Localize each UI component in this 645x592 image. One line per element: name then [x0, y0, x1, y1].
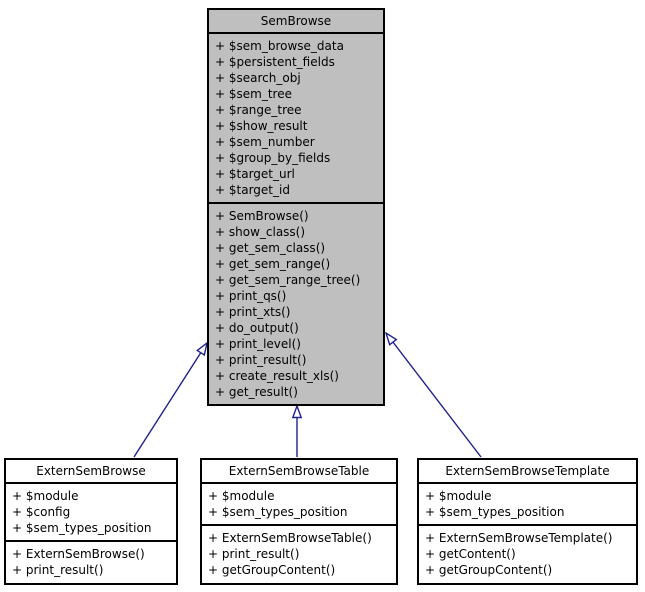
methods-section: + ExternSemBrowseTemplate() + getContent… [419, 524, 636, 583]
method-row: + print_qs() [215, 289, 287, 303]
method-row: + get_sem_range() [215, 257, 331, 271]
class-name: ExternSemBrowse [6, 460, 176, 484]
field-row: + $module [12, 489, 79, 503]
fields-section: + $sem_browse_data + $persistent_fields … [209, 34, 383, 202]
methods-section: + ExternSemBrowse() + print_result() [6, 540, 176, 583]
class-node-externsembrowsetable[interactable]: ExternSemBrowseTable + $module + $sem_ty… [200, 458, 398, 585]
method-row: + getGroupContent() [208, 563, 336, 577]
class-name: SemBrowse [209, 10, 383, 34]
method-row: + getContent() [425, 547, 516, 561]
field-row: + $sem_tree [215, 87, 292, 101]
class-node-externsembrowsetemplate[interactable]: ExternSemBrowseTemplate + $module + $sem… [417, 458, 638, 585]
fields-section: + $module + $sem_types_position [419, 484, 636, 524]
method-row: + ExternSemBrowseTable() [208, 531, 372, 545]
method-row: + ExternSemBrowseTemplate() [425, 531, 613, 545]
method-row: + ExternSemBrowse() [12, 547, 145, 561]
method-row: + get_sem_class() [215, 241, 326, 255]
method-row: + print_result() [215, 353, 307, 367]
methods-section: + SemBrowse() + show_class() + get_sem_c… [209, 202, 383, 404]
inheritance-edge-externsembrowsetemplate [386, 333, 482, 458]
method-row: + do_output() [215, 321, 299, 335]
class-name: ExternSemBrowseTable [202, 460, 396, 484]
field-row: + $sem_types_position [208, 505, 348, 519]
method-row: + SemBrowse() [215, 209, 309, 223]
field-row: + $group_by_fields [215, 151, 331, 165]
field-row: + $sem_types_position [425, 505, 565, 519]
field-row: + $range_tree [215, 103, 302, 117]
inheritance-edge-externsembrowse [133, 343, 207, 458]
method-row: + create_result_xls() [215, 369, 339, 383]
method-row: + get_sem_range_tree() [215, 273, 361, 287]
method-row: + print_xts() [215, 305, 291, 319]
fields-section: + $module + $config + $sem_types_positio… [6, 484, 176, 540]
field-row: + $show_result [215, 119, 308, 133]
field-row: + $sem_number [215, 135, 315, 149]
field-row: + $persistent_fields [215, 55, 335, 69]
class-node-sembrowse[interactable]: SemBrowse + $sem_browse_data + $persiste… [207, 8, 385, 406]
methods-section: + ExternSemBrowseTable() + print_result(… [202, 524, 396, 583]
field-row: + $module [208, 489, 275, 503]
method-row: + get_result() [215, 385, 298, 399]
method-row: + print_result() [208, 547, 300, 561]
method-row: + getGroupContent() [425, 563, 553, 577]
field-row: + $target_url [215, 167, 295, 181]
field-row: + $search_obj [215, 71, 301, 85]
method-row: + show_class() [215, 225, 306, 239]
field-row: + $module [425, 489, 492, 503]
class-name: ExternSemBrowseTemplate [419, 460, 636, 484]
class-node-externsembrowse[interactable]: ExternSemBrowse + $module + $config + $s… [4, 458, 178, 585]
field-row: + $config [12, 505, 71, 519]
method-row: + print_result() [12, 563, 104, 577]
fields-section: + $module + $sem_types_position [202, 484, 396, 524]
method-row: + print_level() [215, 337, 301, 351]
field-row: + $sem_types_position [12, 521, 152, 535]
field-row: + $sem_browse_data [215, 39, 344, 53]
field-row: + $target_id [215, 183, 290, 197]
